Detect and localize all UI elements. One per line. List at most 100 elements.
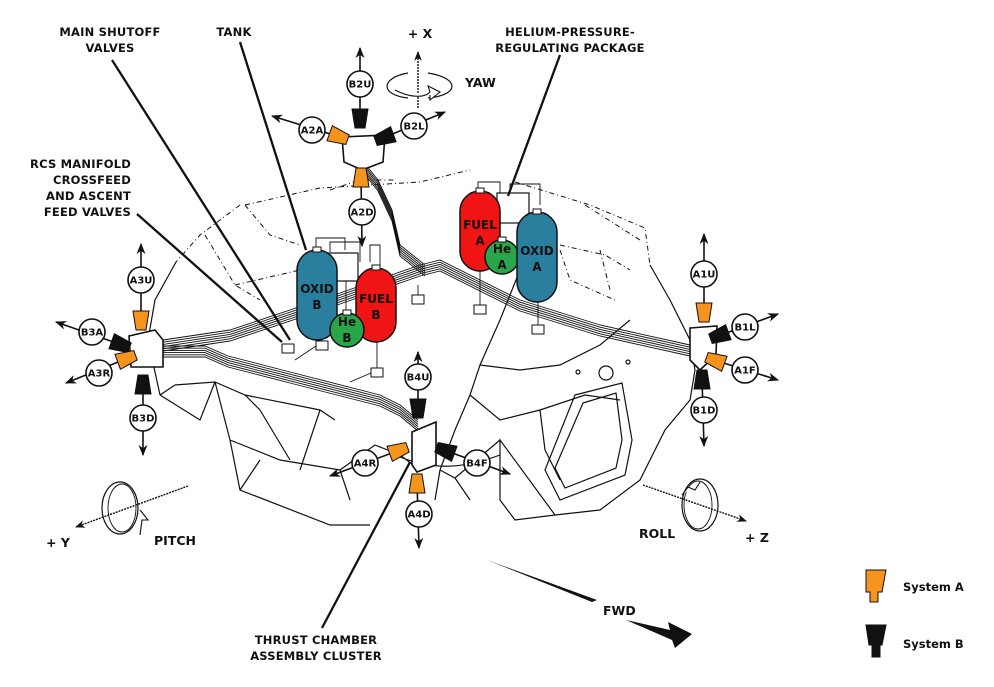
thruster-label-a1f: A1F — [734, 366, 756, 377]
pipe-line — [163, 345, 419, 421]
valve-main-b-2 — [315, 340, 329, 351]
thruster-label-a3r: A3R — [88, 369, 111, 380]
system-a-nozzle-icon — [386, 441, 410, 463]
leader-thrust-chamber — [320, 461, 412, 629]
callout-rcs-manifold: RCS MANIFOLD CROSSFEED AND ASCENT FEED V… — [30, 157, 131, 219]
system-b-nozzle-icon — [708, 323, 732, 345]
tank-label-line2: A — [497, 258, 507, 272]
pitch-axis: + Y PITCH — [46, 481, 196, 550]
valve-fuel-b — [370, 367, 384, 378]
z-axis-arrow — [642, 484, 747, 522]
pipe-line — [361, 161, 426, 268]
legend-label-system-a: System A — [903, 580, 964, 594]
roll-label: ROLL — [639, 526, 675, 541]
valve-oxid-a — [531, 324, 545, 335]
tank-label-line1: FUEL — [463, 218, 497, 232]
thruster-label-circle — [78, 318, 106, 346]
callout-main-shutoff-line1: MAIN SHUTOFF — [59, 25, 160, 39]
tank-label-line2: B — [312, 298, 321, 312]
tank-label-line2: B — [371, 308, 380, 322]
thruster-label-circle — [400, 112, 428, 140]
roll-axis: ROLL + Z — [639, 478, 769, 545]
tank-label-line2: A — [475, 234, 485, 248]
thruster-label-a4d: A4D — [408, 510, 431, 521]
system-b-nozzle-icon — [373, 125, 397, 147]
valve-crossfeed — [411, 294, 425, 305]
system-b-nozzle-icon — [351, 108, 369, 129]
pipe-line — [162, 270, 691, 357]
system-b-nozzle-icon — [134, 374, 152, 395]
system-a-nozzle-icon — [695, 302, 713, 323]
thruster-label-a1u: A1U — [693, 270, 716, 281]
thruster-label-b3a: B3A — [81, 328, 104, 339]
pipe-line — [162, 266, 691, 353]
callout-rcs-line2: CROSSFEED — [53, 173, 131, 187]
leader-main-shutoff — [111, 59, 291, 341]
thruster-label-circle — [463, 449, 491, 477]
system-a-nozzle-icon — [704, 351, 728, 373]
callout-helium-line1: HELIUM-PRESSURE- — [505, 25, 635, 39]
thruster-label-a2a: A2A — [301, 126, 324, 137]
pipe-line — [163, 354, 419, 430]
fwd-arrow-head — [626, 620, 692, 648]
legend-item-system-a: System A — [865, 569, 964, 603]
z-axis-label: + Z — [745, 530, 769, 545]
thruster-label-a3u: A3U — [130, 276, 153, 287]
thruster-label-circle — [405, 500, 433, 528]
system-b-nozzle-icon — [409, 398, 427, 419]
pipe-line — [361, 166, 426, 272]
thruster-label-circle — [129, 404, 157, 432]
system-b-nozzle-icon — [108, 332, 132, 354]
callout-rcs-line3: AND ASCENT — [46, 189, 131, 203]
pipe-line — [361, 164, 426, 270]
callout-helium-line2: REGULATING PACKAGE — [495, 41, 644, 55]
tank-label-line1: He — [338, 315, 356, 329]
fwd-arrow-tail — [487, 560, 597, 602]
pipe-line — [361, 168, 426, 275]
callout-main-shutoff-valves: MAIN SHUTOFF VALVES — [59, 25, 160, 55]
y-axis-arrow — [75, 485, 189, 528]
leader-rcs-manifold — [136, 213, 283, 343]
pipe-line — [163, 356, 419, 432]
system-a-nozzle-icon — [132, 310, 150, 331]
system-a-nozzle-icon — [114, 349, 138, 371]
callout-thrust-chamber-assembly-cluster: THRUST CHAMBER ASSEMBLY CLUSTER — [250, 633, 382, 663]
system-a-nozzle-icon — [352, 167, 370, 188]
pipe-line — [163, 347, 419, 423]
yaw-rotation-icon — [386, 72, 453, 99]
legend-item-system-b: System B — [865, 624, 964, 658]
thruster-label-b4f: B4F — [466, 459, 487, 470]
callout-tca-line1: THRUST CHAMBER — [255, 633, 377, 647]
pipe-line — [163, 349, 419, 425]
thruster-label-circle — [346, 70, 374, 98]
pipe-line — [361, 159, 426, 266]
pipe-line — [361, 170, 426, 277]
tank-label-line2: A — [532, 260, 542, 274]
yaw-axis: + X YAW — [386, 26, 496, 108]
tank-label-line1: OXID — [300, 282, 333, 296]
thruster-label-a2d: A2D — [351, 208, 374, 219]
pipe-line — [162, 268, 691, 355]
system-b-nozzle-icon — [693, 369, 711, 390]
thruster-label-circle — [404, 363, 432, 391]
thruster-label-circle — [690, 260, 718, 288]
callout-tca-line2: ASSEMBLY CLUSTER — [250, 649, 382, 663]
thruster-label-b1l: B1L — [735, 323, 757, 334]
legend-label-system-b: System B — [903, 637, 964, 651]
legend: System A System B — [865, 569, 964, 658]
tank-label-line1: OXID — [520, 244, 553, 258]
forward-direction: FWD — [487, 560, 692, 648]
system-b-thruster-icon — [865, 624, 887, 658]
valve-main-b-1 — [281, 343, 295, 354]
thruster-label-circle — [348, 198, 376, 226]
thruster-label-circle — [127, 266, 155, 294]
leader-tank — [238, 41, 308, 251]
pipe-line — [162, 261, 691, 348]
thruster-label-circle — [731, 313, 759, 341]
